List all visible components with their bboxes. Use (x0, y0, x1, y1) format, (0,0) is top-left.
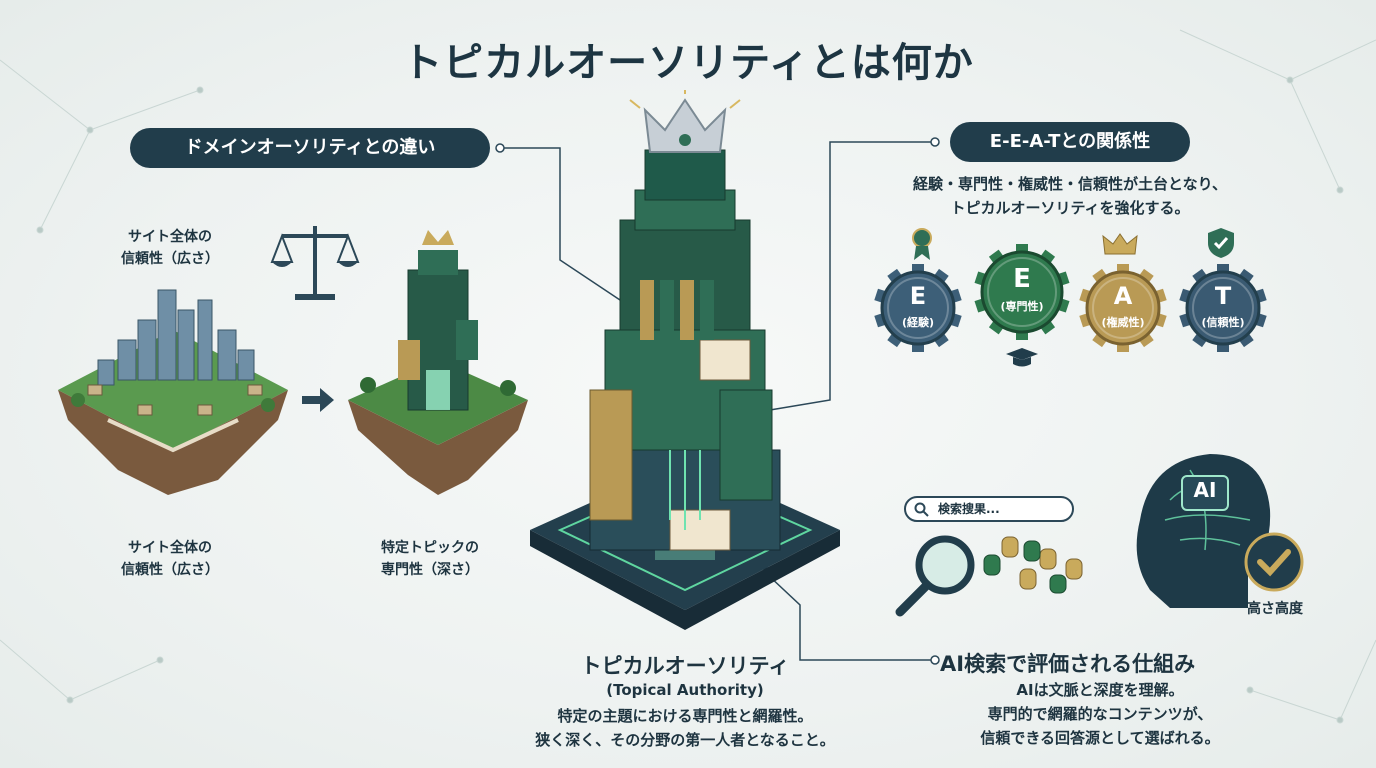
gear-letter: E (1013, 264, 1031, 294)
center-description: 特定の主題における専門性と網羅性。 狭く深く、その分野の第一人者となること。 (535, 707, 835, 749)
gear-letter: A (1113, 282, 1133, 310)
shield-check-icon (1208, 228, 1234, 258)
gear-authoritativeness: A (権威性) (1075, 260, 1171, 360)
domain-authority-pill: ドメインオーソリティとの違い (130, 128, 490, 168)
ai-badge: AI (1193, 478, 1217, 502)
gear-expertise: E (専門性) (970, 240, 1074, 348)
page-title: トピカルオーソリティとは何か (402, 39, 974, 86)
search-icon (914, 502, 929, 517)
ai-head-illustration (1136, 454, 1271, 608)
crown-icon (1102, 233, 1138, 255)
gear-icon (974, 244, 1070, 340)
eeat-description: 経験・専門性・権威性・信頼性が土台となり、 トピカルオーソリティを強化する。 (913, 175, 1227, 217)
center-heading: トピカルオーソリティ (580, 654, 790, 678)
gear-label: (専門性) (1000, 300, 1044, 313)
gear-icon (874, 264, 962, 352)
database-icons (983, 536, 1083, 594)
gear-letter: E (909, 282, 927, 310)
scales-icon (270, 226, 360, 300)
gear-letter: T (1214, 282, 1232, 310)
ai-description: AIは文脈と深度を理解。 専門的で網羅的なコンテンツが、 信頼できる回答源として… (980, 681, 1220, 747)
gear-label: (権威性) (1101, 316, 1145, 329)
eeat-gears: E (経験) E (専門性) A (権威性) T (信頼性) (870, 230, 1290, 360)
gear-icon (1079, 264, 1167, 352)
city-island-illustration (58, 289, 288, 495)
gear-trust: T (信頼性) (1175, 260, 1271, 360)
topic-tower-island-illustration (348, 230, 528, 495)
ai-heading: AI検索で評価される仕組み (940, 652, 1196, 676)
center-subheading: (Topical Authority) (606, 681, 764, 699)
medal-icon (912, 228, 932, 260)
checkmark-icon (1244, 532, 1304, 592)
graduation-cap-icon (1006, 348, 1038, 367)
magnifier-icon (895, 535, 975, 617)
topic-depth-label: 特定トピックの 専門性（深さ） (381, 540, 479, 578)
arrow-right-icon (302, 388, 334, 412)
eeat-pill: E-E-A-Tとの関係性 (950, 122, 1190, 162)
gear-label: (信頼性) (1201, 316, 1245, 329)
topical-authority-tower-illustration (530, 90, 840, 630)
site-wide-top-label: サイト全体の 信頼性（広さ） (121, 229, 219, 267)
gear-label: (経験) (901, 316, 935, 329)
search-input[interactable]: 検索搜果... (904, 496, 1074, 522)
site-wide-bottom-label: サイト全体の 信頼性（広さ） (121, 540, 219, 578)
gear-experience: E (経験) (870, 260, 966, 360)
check-label: 高さ高度 (1247, 601, 1303, 617)
gear-icon (1179, 264, 1267, 352)
